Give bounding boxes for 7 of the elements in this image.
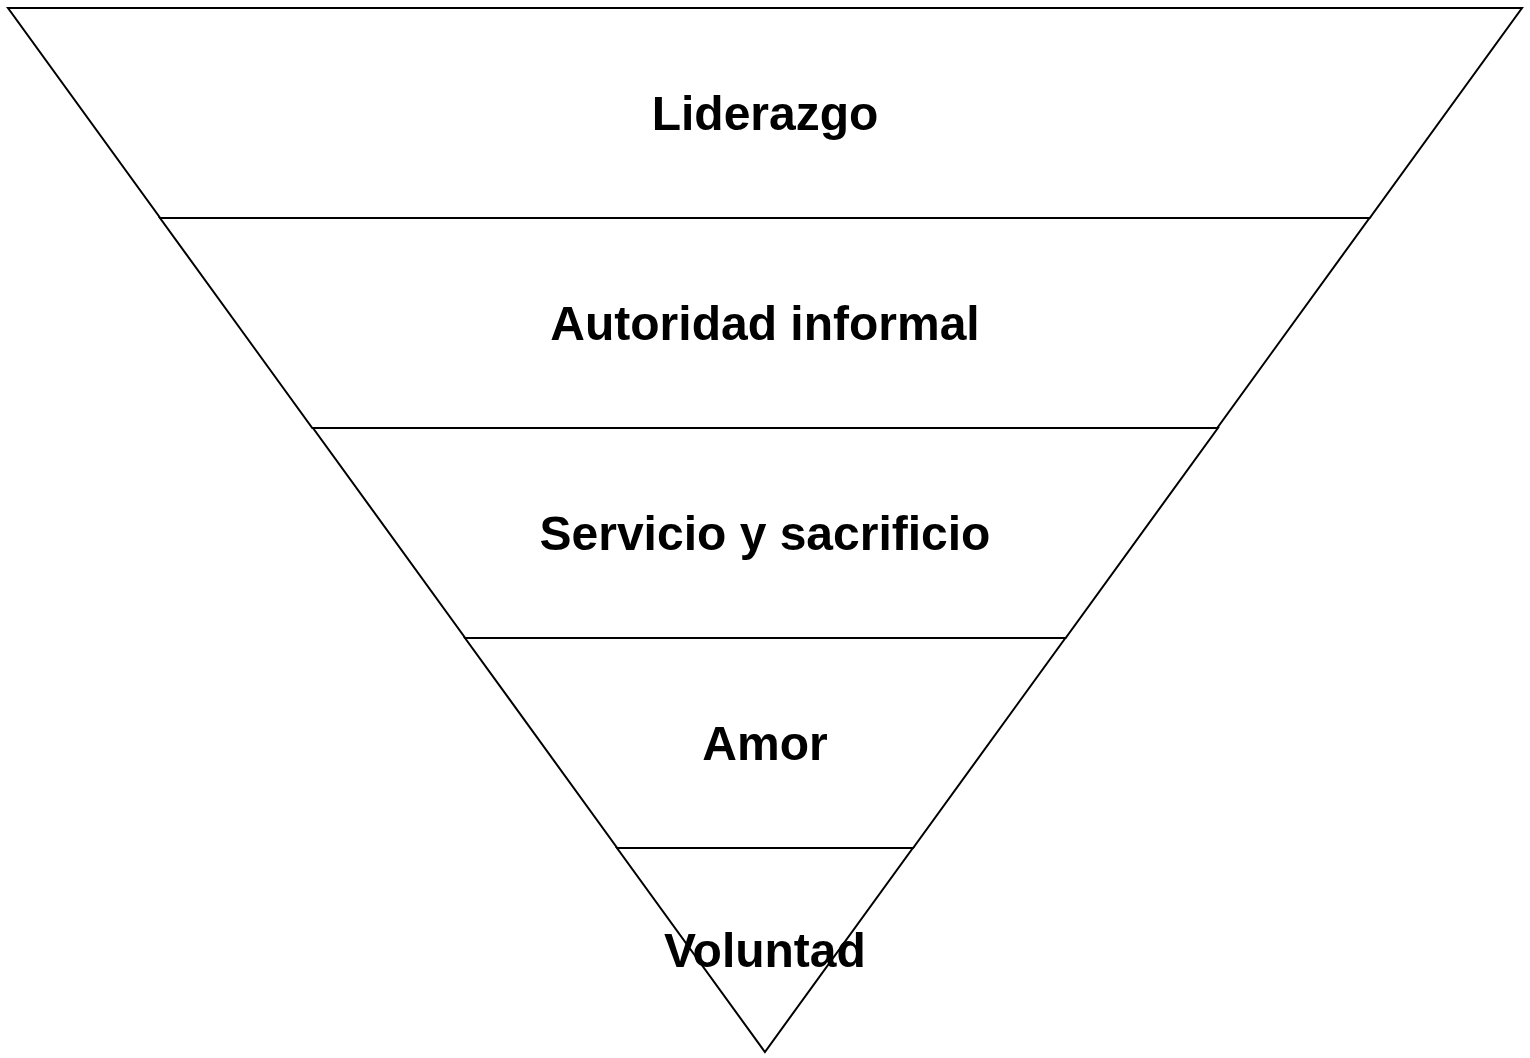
pyramid-band xyxy=(312,428,1218,638)
band-label: Liderazgo xyxy=(651,85,879,141)
band-label: Servicio y sacrificio xyxy=(539,505,991,561)
pyramid-band xyxy=(160,218,1370,428)
band-label: Autoridad informal xyxy=(550,295,980,351)
band-label: Amor xyxy=(702,715,828,771)
pyramid-band xyxy=(8,8,1522,218)
